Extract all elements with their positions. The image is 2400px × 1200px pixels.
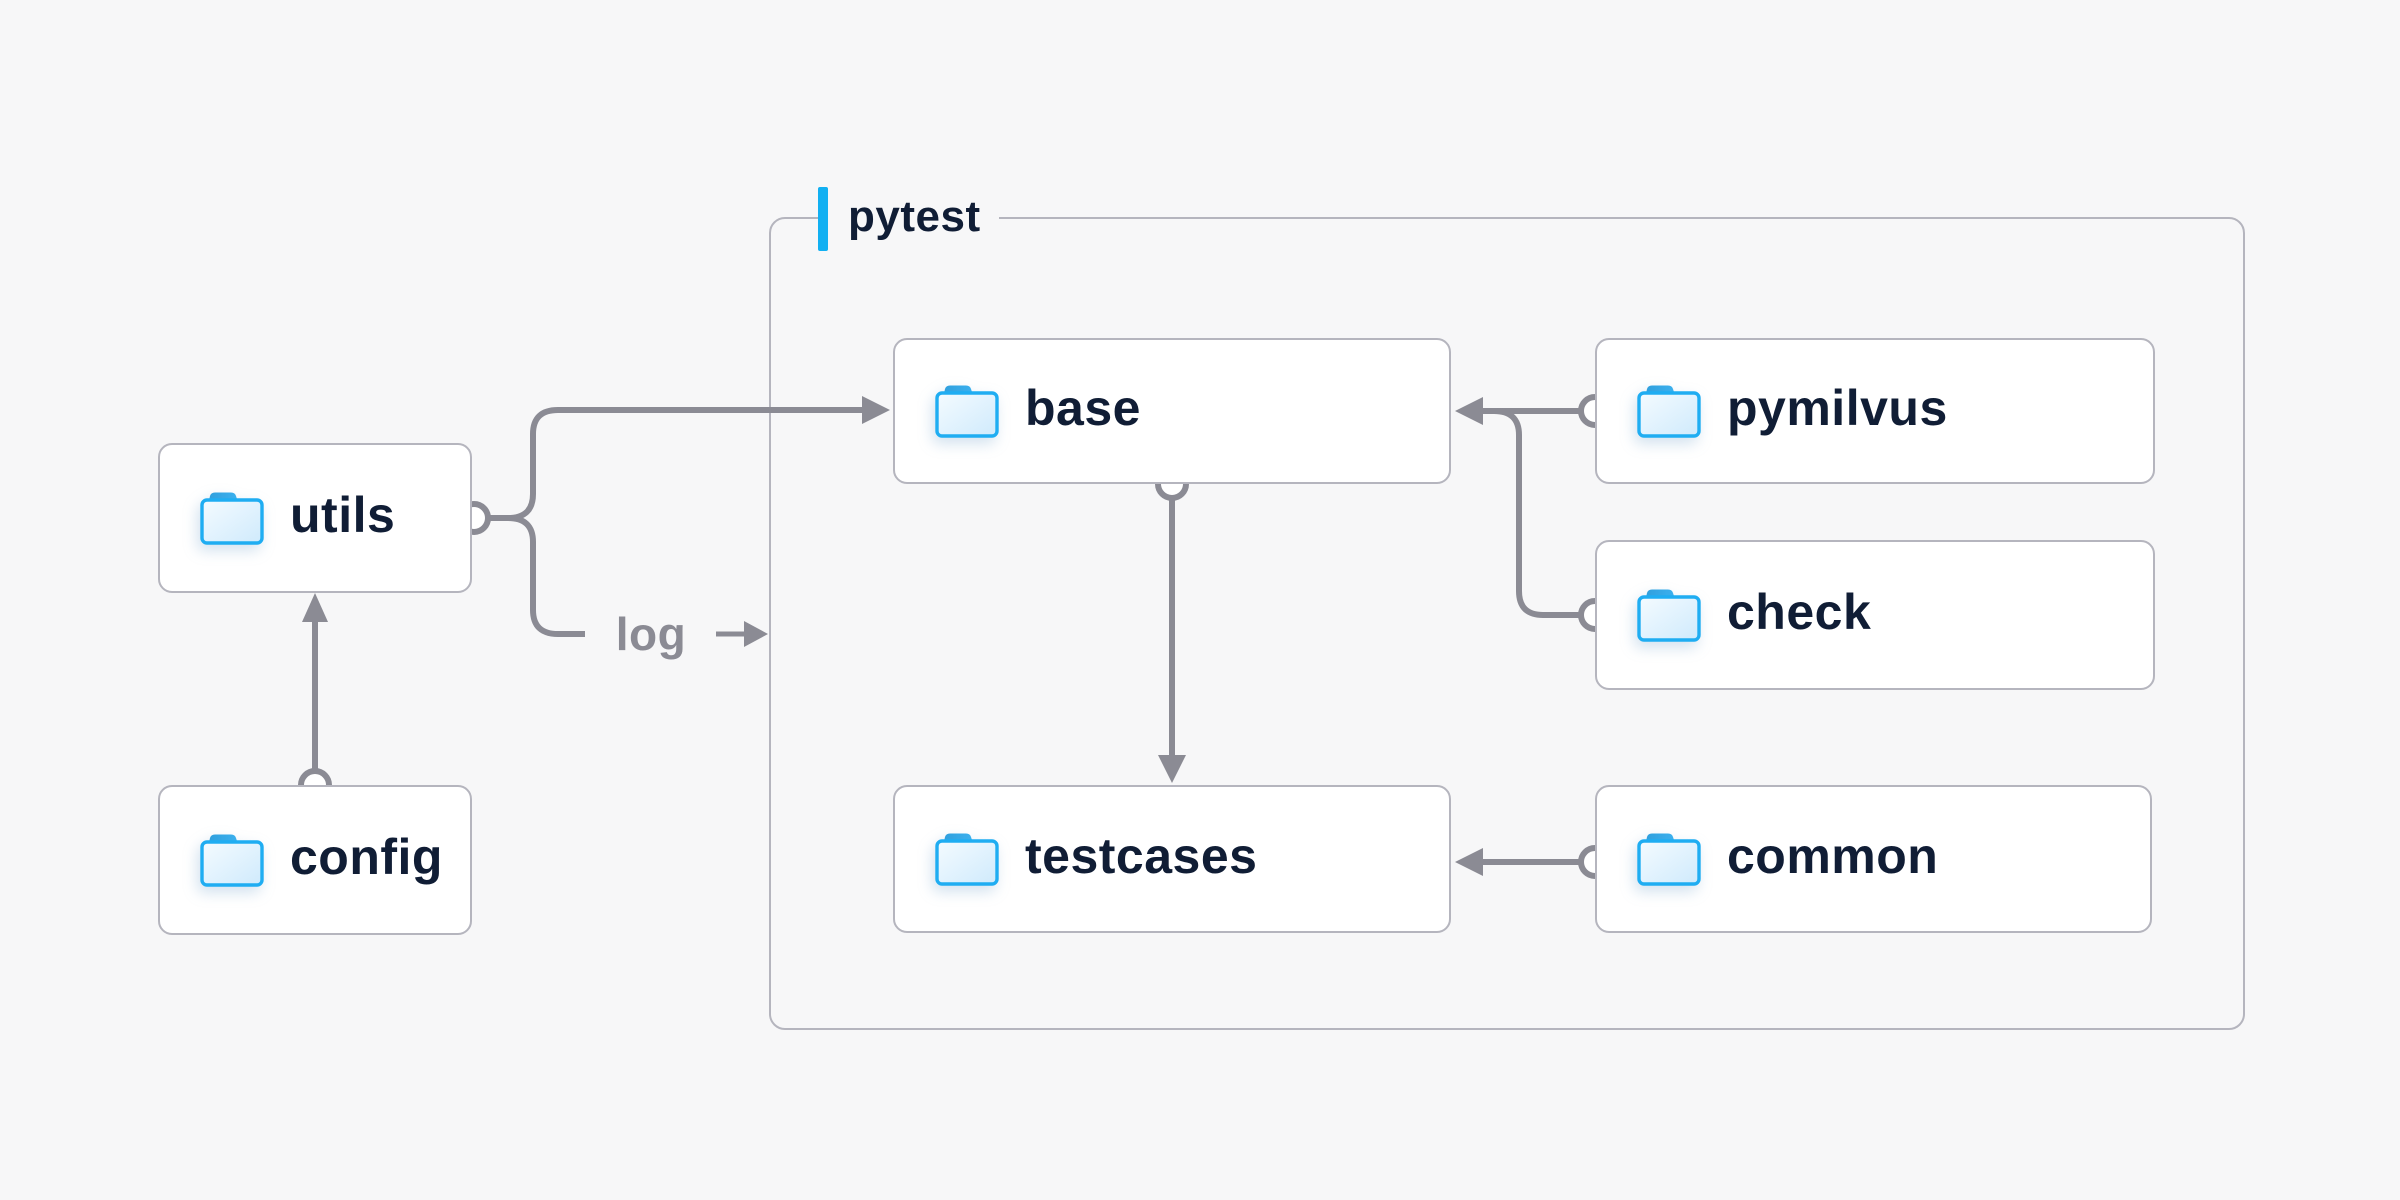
node-utils: utils bbox=[158, 443, 472, 593]
edge-label-log: log bbox=[615, 608, 687, 660]
folder-icon bbox=[935, 384, 999, 438]
edge-utils-log bbox=[507, 515, 585, 637]
node-testcases: testcases bbox=[893, 785, 1451, 933]
accent-bar bbox=[818, 187, 828, 251]
node-config: config bbox=[158, 785, 472, 935]
arrowhead-log bbox=[744, 621, 768, 647]
node-label: check bbox=[1727, 584, 1872, 640]
node-label: common bbox=[1727, 828, 1939, 884]
node-label: utils bbox=[290, 487, 396, 543]
folder-icon bbox=[200, 833, 264, 887]
node-pymilvus: pymilvus bbox=[1595, 338, 2155, 484]
arrowhead-into-utils bbox=[302, 593, 328, 622]
node-common: common bbox=[1595, 785, 2152, 933]
node-label: config bbox=[290, 829, 443, 885]
node-label: base bbox=[1025, 380, 1141, 436]
folder-icon bbox=[1637, 384, 1701, 438]
node-check: check bbox=[1595, 540, 2155, 690]
node-label: testcases bbox=[1025, 828, 1258, 884]
pytest-group-container bbox=[769, 217, 2245, 1030]
pytest-group-title: pytest bbox=[848, 192, 981, 241]
folder-icon bbox=[1637, 588, 1701, 642]
node-base: base bbox=[893, 338, 1451, 484]
folder-icon bbox=[1637, 832, 1701, 886]
node-label: pymilvus bbox=[1727, 380, 1948, 436]
folder-icon bbox=[200, 491, 264, 545]
pytest-group-label: pytest bbox=[818, 187, 999, 251]
folder-icon bbox=[935, 832, 999, 886]
